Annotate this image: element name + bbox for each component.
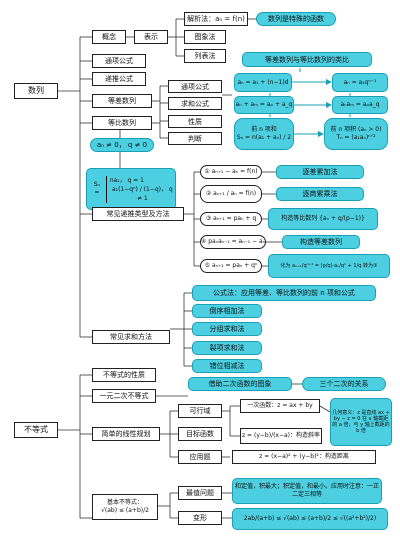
formula-arith-prop: aₙ + aₘ = aₚ + a_q [234,96,294,114]
sn-line-2: a₁(1−qⁿ) / (1−q)， q ≠ 1 [112,185,173,202]
formula-geo-n: aₙ = a₁qⁿ⁻¹ [332,73,388,92]
node-dengcha: 等差数列 [92,94,152,108]
cond-nonzero: aₙ ≠ 0， q ≠ 0 [90,138,154,152]
formula-geo-prop: aₙaₘ = aₚa_q [332,96,388,114]
note-jiezhu: 借助二次函数的图象 [188,377,292,391]
geo-prod-expr: Tₙ = (a₁aₙ)ⁿᐟ² [336,134,376,141]
node-biaoshi: 表示 [134,30,168,44]
node-yici: 一次函数：z = ax + by [240,399,320,413]
formula-arith-n: aₙ = a₁ + (n−1)d [234,73,292,92]
node-ditui: 递推公式 [92,72,146,86]
node-dengbi: 等比数列 [92,116,152,130]
formula-arith-sum: 前 n 项和 Sₙ = n(a₁ + aₙ) / 2 [234,118,294,150]
node-sub-tongxiang: 通项公式 [168,80,222,93]
node-liebiaofa: 列表法 [184,49,226,63]
geo-prod-title: 前 n 项积 (aₙ > 0) [330,126,382,133]
sn-lhs: Sₙ = [93,181,100,196]
arith-sum-expr: Sₙ = n(a₁ + aₙ) / 2 [236,134,292,141]
node-mubiao: 目标函数 [178,427,222,441]
node-jiandan: 简单的线性规划 [92,427,160,441]
node-yingyong: 应用题 [178,450,222,464]
analog-title: 等差数列与等比数列的类比 [242,52,372,67]
sum-method-3: 分组求和法 [192,322,262,336]
node-changjian-ditui: 常见递推类型及方法 [92,207,184,221]
rule-1-method: 逐差累加法 [276,165,364,179]
arith-sum-title: 前 n 项和 [251,126,277,133]
sum-method-1: 公式法：应用等差、等比数列的前 n 项和公式 [192,285,376,301]
rule-5-method: 化为 aₙ₊₁/qⁿ⁺¹ = (p/q)·aₙ/qⁿ + 1/q 转为③ [268,254,390,278]
sn-line-1: na₁， q = 1 [109,176,144,184]
sum-method-2: 倒序相加法 [192,304,262,318]
rule-3: ③ aₙ₊₁ = paₙ + q [200,212,262,226]
node-sub-qiuhe: 求和公式 [168,97,222,110]
node-jiben: 基本不等式： √(ab) ≤ (a+b)/2 [92,494,158,520]
jiben-title: 基本不等式： [106,499,143,506]
node-kexingyu: 可行域 [178,404,222,418]
note-zuizhi-desc: 和定值，积最大；积定值，和最小。应用时注意：一正二定三相等 [232,478,382,504]
node-tongxiang: 通项公式 [92,54,146,68]
sum-method-4: 裂项求和法 [192,341,262,355]
node-tuxiangfa: 图象法 [184,30,226,44]
node-zuizhi: 最值问题 [178,486,222,500]
formula-sn: Sₙ = na₁， q = 1 a₁(1−qⁿ) / (1−q)， q ≠ 1 [86,168,176,210]
node-bianxing: 变形 [178,511,222,525]
rule-1: ① aₙ₊₁ − aₙ = f(n) [200,165,262,179]
node-jiexifa: 解析法：aₙ = f(n) [184,12,248,26]
rule-4: ④ paₙaₙ₋₁ = aₙ₋₁ − aₙ [200,235,266,249]
note-chain: 2ab/(a+b) ≤ √(ab) ≤ (a+b)/2 ≤ √((a²+b²)/… [232,508,388,530]
rule-3-method: 构造等比数列 {aₙ + q/(p−1)} [268,208,378,230]
jiben-formula: √(ab) ≤ (a+b)/2 [101,507,149,514]
node-sub-panduan: 判断 [168,132,222,145]
rule-4-method: 构造等差数列 [282,235,360,249]
note-shulie-special: 数列是特殊的函数 [256,12,336,26]
formula-geo-prod: 前 n 项积 (aₙ > 0) Tₙ = (a₁aₙ)ⁿᐟ² [324,118,388,150]
node-sub-xingzhi: 性质 [168,115,222,128]
node-yiyuan: 一元二次不等式 [92,389,156,403]
sum-method-5: 错位相减法 [192,359,262,373]
note-sange: 三个二次的关系 [302,377,386,391]
node-juli: z = (x−a)² + (y−b)²：构造距离 [232,450,376,464]
node-gainian: 概念 [92,30,126,44]
root-shulie: 数列 [14,83,58,99]
rule-2: ② aₙ₊₁ / aₙ = f(n) [200,185,262,203]
node-changjian-qiuhe: 常见求和方法 [92,330,170,344]
rule-2-method: 逐商累乘法 [276,187,364,201]
note-jihe: 几何意义：z 是直线 ax + by − z = 0 在 x 轴截距的 a 倍，… [330,398,392,446]
rule-5: ⑤ aₙ₊₁ = paₙ + qⁿ [200,259,262,273]
root-budengshi: 不等式 [14,422,58,438]
node-xielv: z = (y−b)/(x−a)：构造斜率 [240,428,322,444]
node-bds-xingzhi: 不等式的性质 [92,368,156,382]
